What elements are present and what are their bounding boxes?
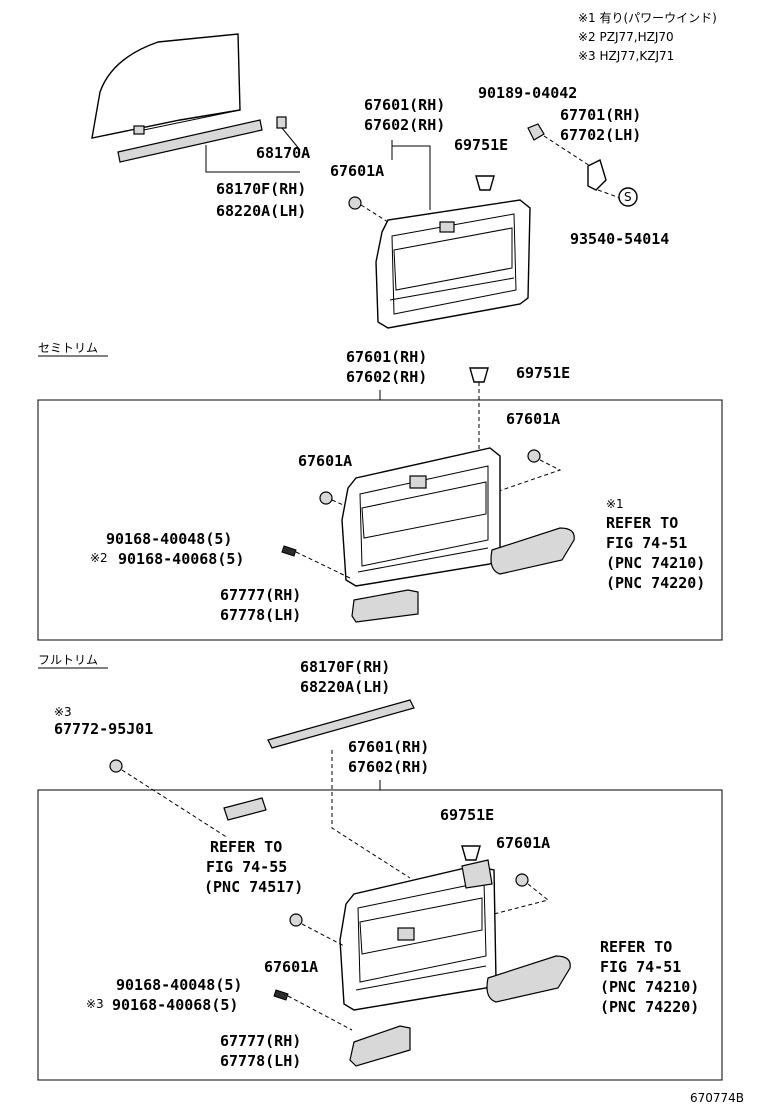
clip-67601a-semi-right <box>527 449 541 463</box>
clip-67601a-semi-left <box>319 491 333 505</box>
clip-69751e-semi <box>469 367 489 383</box>
label-67777-full: 67777(RH) <box>220 1032 301 1050</box>
clip-67772 <box>109 759 123 773</box>
label-67778-full: 67778(LH) <box>220 1052 301 1070</box>
door-trim-top <box>375 199 531 329</box>
clip-67601a-full-left <box>289 913 303 927</box>
clip-69751e-top <box>475 175 495 191</box>
label-67601a-full-right: 67601A <box>496 834 550 852</box>
armrest-full <box>486 955 571 1003</box>
semi-trim-section: セミトリム 67601(RH) 67602(RH) 69751E 67601A … <box>37 341 723 641</box>
label-67601a-semi-right: 67601A <box>506 410 560 428</box>
clip-69751e-full <box>461 845 481 861</box>
trim-switch-hole-full <box>397 927 415 941</box>
label-68170a: 68170A <box>256 144 310 162</box>
refer-a-3: (PNC 74517) <box>204 878 303 896</box>
semi-trim-frame <box>37 399 723 641</box>
label-69751e-semi: 69751E <box>516 364 570 382</box>
bolt-semi <box>281 545 297 557</box>
refer-a-2: FIG 74-55 <box>206 858 287 876</box>
lower-panel-full <box>349 1025 411 1067</box>
label-67602-full: 67602(RH) <box>348 758 429 776</box>
notes: ※1 有り(パワーウインド) ※2 PZJ77,HZJ70 ※3 HZJ77,K… <box>578 11 717 63</box>
refer-semi-3: (PNC 74210) <box>606 554 705 572</box>
mark-2-semi: ※2 <box>90 551 108 565</box>
label-68170f-full: 68170F(RH) <box>300 658 390 676</box>
window-glass <box>91 33 241 139</box>
pad-74517 <box>223 797 267 821</box>
figure-code: 670774B <box>690 1091 744 1105</box>
label-67601a-semi-left: 67601A <box>298 452 352 470</box>
mark-3-bolt-full: ※3 <box>86 997 104 1011</box>
full-trim-section: フルトリム 68170F(RH) 68220A(LH) ※3 67772-95J… <box>37 653 723 1081</box>
lower-panel-semi <box>351 589 419 623</box>
full-trim-frame <box>37 789 723 1081</box>
refer-b-1: REFER TO <box>600 938 672 956</box>
note-3: ※3 HZJ77,KZJ71 <box>578 49 674 63</box>
label-67602-semi: 67602(RH) <box>346 368 427 386</box>
screw-s-mark: S <box>624 190 632 204</box>
nut-90189 <box>527 123 545 141</box>
clip-67601a-top <box>348 196 362 210</box>
label-67601a-full-left: 67601A <box>264 958 318 976</box>
refer-b-3: (PNC 74210) <box>600 978 699 996</box>
trim-switch-hole-semi <box>409 475 427 489</box>
label-67601-semi: 67601(RH) <box>346 348 427 366</box>
label-bolt1-full: 90168-40048(5) <box>116 976 242 994</box>
label-67602: 67602(RH) <box>364 116 445 134</box>
mark-1-semi: ※1 <box>606 497 624 511</box>
label-67601: 67601(RH) <box>364 96 445 114</box>
refer-a-1: REFER TO <box>210 838 282 856</box>
refer-b-2: FIG 74-51 <box>600 958 681 976</box>
glass-channel-clip <box>133 125 145 135</box>
handle-67701 <box>587 159 607 191</box>
bolt-full <box>273 989 289 1001</box>
label-69751e-full: 69751E <box>440 806 494 824</box>
note-2: ※2 PZJ77,HZJ70 <box>578 30 674 44</box>
refer-semi-4: (PNC 74220) <box>606 574 705 592</box>
label-67601a-top: 67601A <box>330 162 384 180</box>
armrest-semi <box>490 527 575 575</box>
trim-switch-hole <box>439 221 455 233</box>
label-bolt2-semi: 90168-40068(5) <box>118 550 244 568</box>
top-assembly: 68170A 68170F(RH) 68220A(LH) 67601(RH) 6… <box>91 33 669 329</box>
screw-93540 <box>618 187 638 207</box>
label-93540: 93540-54014 <box>570 230 669 248</box>
label-67777-semi: 67777(RH) <box>220 586 301 604</box>
label-67778-semi: 67778(LH) <box>220 606 301 624</box>
label-68220a-full: 68220A(LH) <box>300 678 390 696</box>
weatherstrip <box>117 119 263 163</box>
refer-b-4: (PNC 74220) <box>600 998 699 1016</box>
label-68220a: 68220A(LH) <box>216 202 306 220</box>
section-semi-trim: セミトリム <box>38 341 98 355</box>
mark-3-full: ※3 <box>54 705 72 719</box>
trim-pocket-full <box>461 859 493 889</box>
label-90189: 90189-04042 <box>478 84 577 102</box>
label-bolt2-full: 90168-40068(5) <box>112 996 238 1014</box>
clip-67601a-full-right <box>515 873 529 887</box>
label-67601-full: 67601(RH) <box>348 738 429 756</box>
section-full-trim: フルトリム <box>38 653 98 667</box>
refer-semi-1: REFER TO <box>606 514 678 532</box>
weatherstrip-full <box>267 699 415 749</box>
label-bolt1-semi: 90168-40048(5) <box>106 530 232 548</box>
refer-semi-2: FIG 74-51 <box>606 534 687 552</box>
note-1: ※1 有り(パワーウインド) <box>578 11 717 25</box>
clip-68170a <box>276 116 287 129</box>
label-68170f: 68170F(RH) <box>216 180 306 198</box>
label-67772: 67772-95J01 <box>54 720 153 738</box>
label-69751e-top: 69751E <box>454 136 508 154</box>
label-67701: 67701(RH) <box>560 106 641 124</box>
label-67702: 67702(LH) <box>560 126 641 144</box>
